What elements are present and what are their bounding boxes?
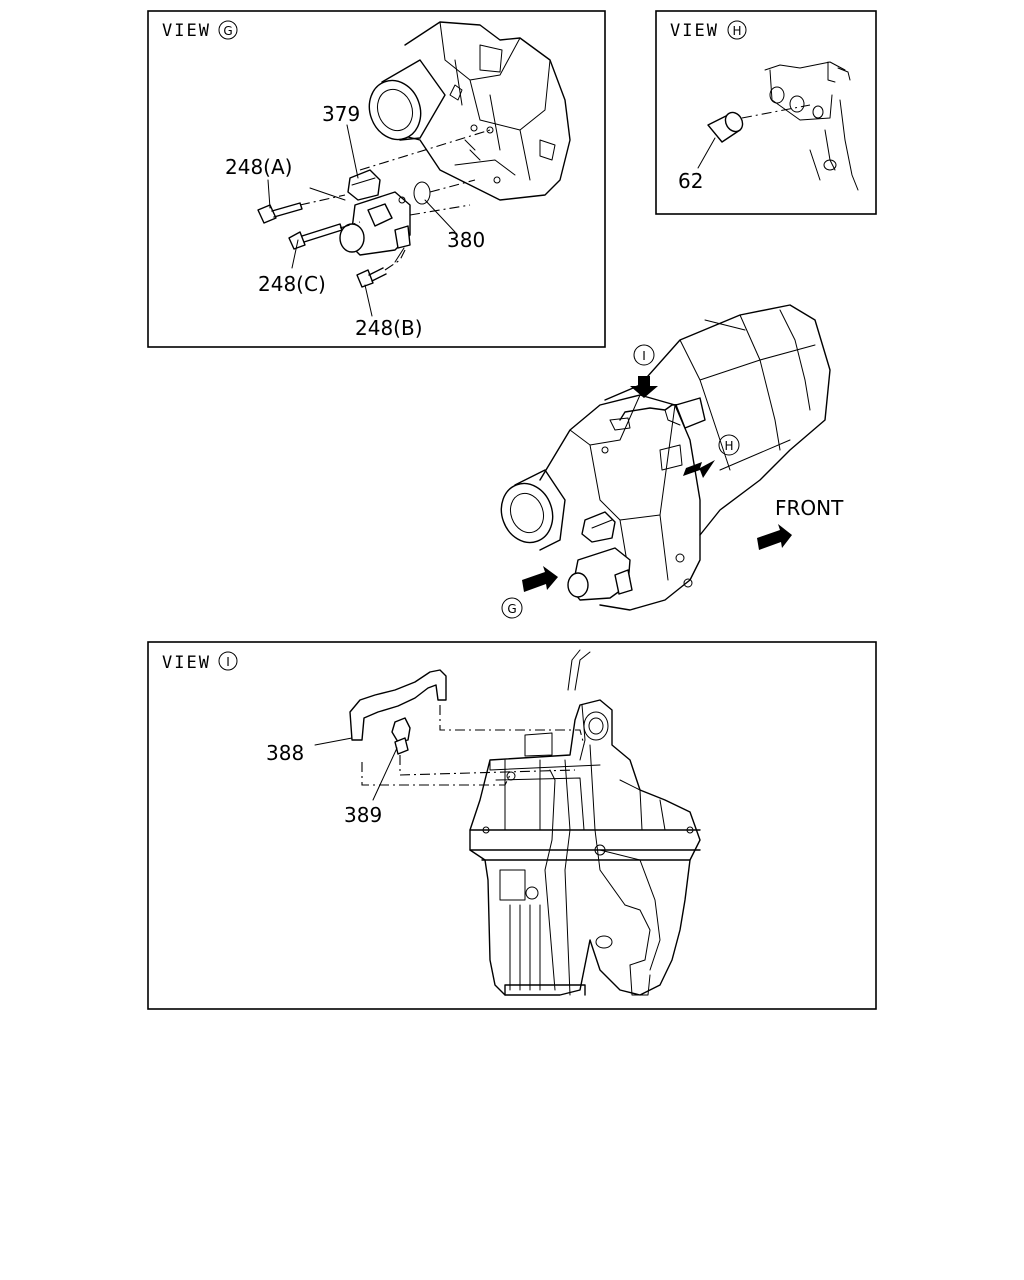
- view-i-marker-circle: [218, 651, 238, 671]
- callout-248a: 248(A): [225, 155, 292, 179]
- view-h-marker: H: [732, 24, 741, 38]
- hose-path-b: [399, 755, 576, 776]
- front-label: FRONT: [775, 496, 844, 520]
- callout-380: 380: [447, 228, 485, 252]
- o-ring-380: [413, 181, 431, 205]
- main-marker-g: G: [507, 602, 516, 616]
- arrow-i: [630, 376, 658, 398]
- view-i-frame: [147, 641, 877, 1010]
- bolt-248b: [356, 267, 387, 288]
- main-marker-h-circle: [718, 434, 740, 456]
- view-i-panel: VIEW I: [147, 641, 877, 1010]
- view-i-title: VIEW: [162, 653, 211, 673]
- assembly-centerlines: [299, 129, 491, 271]
- main-assembly: I H G FRONT: [500, 304, 844, 619]
- plug-62: [707, 111, 744, 143]
- leader-248a: [267, 179, 271, 209]
- leader-388: [314, 737, 353, 746]
- hose-path-a: [361, 762, 511, 786]
- view-h-panel: VIEW H 62: [655, 10, 877, 215]
- leader-389: [372, 747, 398, 801]
- view-i-marker: I: [226, 655, 230, 669]
- view-h-marker-circle: [727, 20, 747, 40]
- callout-248c: 248(C): [258, 272, 326, 296]
- assembly-links: [309, 187, 405, 263]
- leader-248b: [364, 284, 373, 317]
- view-g-frame: [147, 10, 606, 348]
- view-g-marker-circle: [218, 20, 238, 40]
- front-arrow: [757, 524, 792, 550]
- main-marker-h: H: [724, 439, 733, 453]
- main-marker-i: I: [642, 349, 646, 363]
- view-h-title: VIEW: [670, 21, 719, 41]
- bolt-248a: [257, 202, 303, 224]
- bolt-248c: [288, 223, 343, 250]
- main-marker-i-circle: [633, 344, 655, 366]
- view-g-title: VIEW: [162, 21, 211, 41]
- leader-379: [346, 124, 359, 179]
- hose-path-c: [439, 705, 585, 746]
- housing-boss: [764, 61, 859, 191]
- leader-248c: [291, 239, 299, 269]
- leader-380: [424, 199, 456, 233]
- actuator-motor-379: [339, 169, 411, 256]
- transmission-rear-view: [469, 649, 701, 996]
- callout-248b: 248(B): [355, 316, 423, 340]
- transfer-case-housing: [368, 21, 571, 201]
- view-h-frame: [655, 10, 877, 215]
- arrow-h: [683, 460, 715, 478]
- callout-388: 388: [266, 741, 304, 765]
- callout-62: 62: [678, 169, 703, 193]
- view-g-marker: G: [223, 24, 232, 38]
- main-marker-g-circle: [501, 597, 523, 619]
- arrow-g: [522, 566, 558, 592]
- view-g-panel: VIEW G: [147, 10, 606, 348]
- callout-379: 379: [322, 102, 360, 126]
- leader-62: [697, 137, 716, 169]
- plug-centerline: [741, 104, 811, 119]
- breather-hose-388: [349, 669, 447, 741]
- transmission-body: [500, 304, 831, 611]
- callout-389: 389: [344, 803, 382, 827]
- clip-389: [391, 717, 411, 755]
